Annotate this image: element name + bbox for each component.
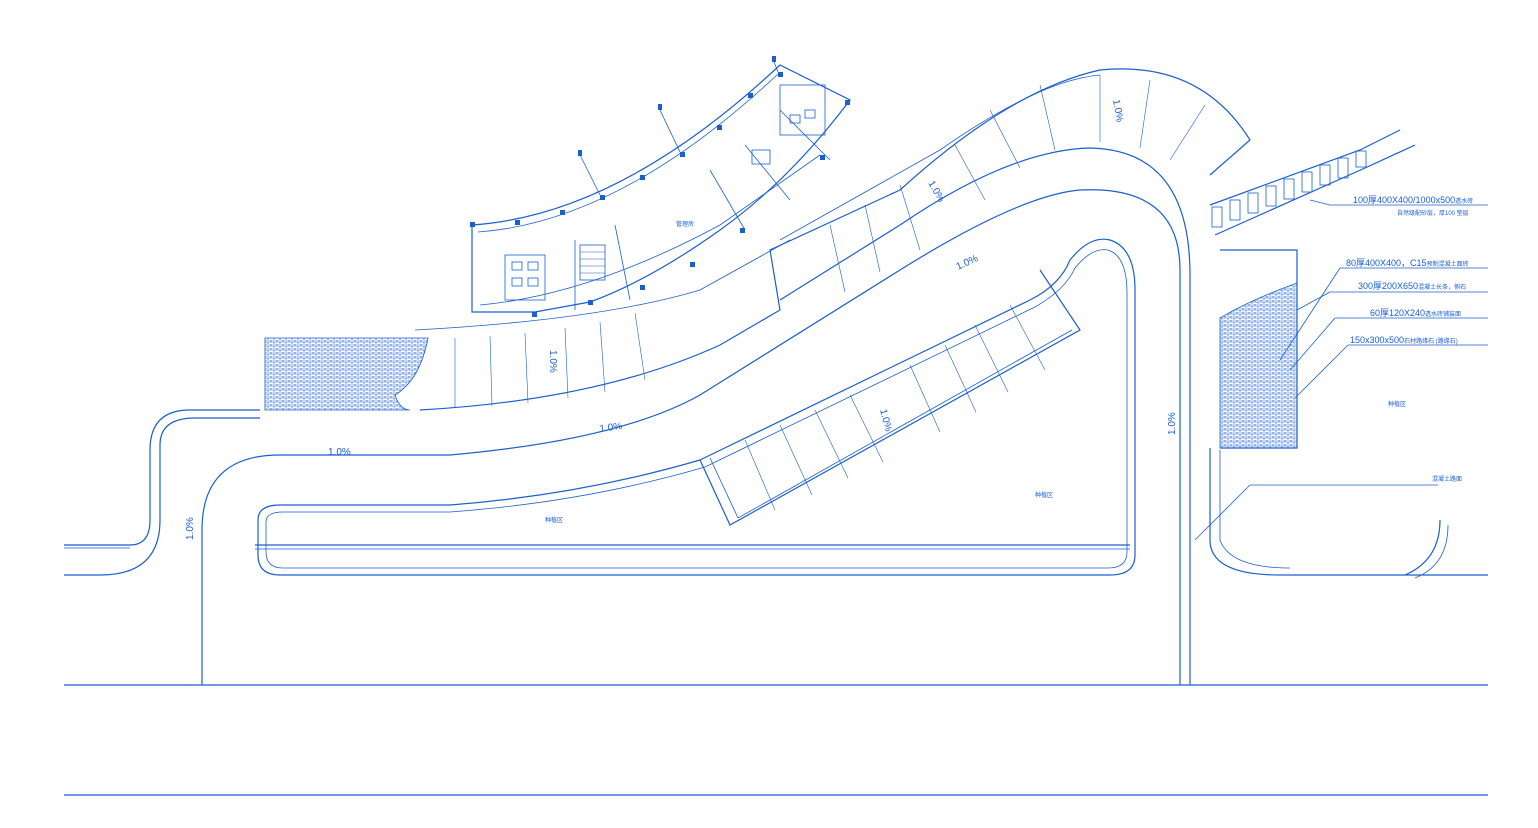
building-room-label: 管理房	[676, 220, 694, 228]
material-callouts: 100厚400X400/1000x500透水砖 自然级配砂层，厚100 垫层 8…	[1279, 195, 1488, 399]
right-paving	[1209, 249, 1488, 576]
upper-parking	[414, 68, 1251, 411]
left-entry-road	[64, 409, 260, 576]
slope-top-curve: 1.0%	[1110, 99, 1125, 123]
main-road	[201, 147, 1191, 685]
green-right-label: 种植区	[1388, 400, 1406, 408]
management-building: 管理房	[470, 56, 851, 317]
slope-upper-parking: 1.0%	[925, 179, 946, 204]
slope-lower-parking: 1.0%	[877, 408, 894, 433]
walkway-pavers	[1211, 150, 1367, 228]
building-columns	[470, 56, 850, 317]
site-boundary	[64, 684, 1488, 796]
slope-main-lower: 1.0%	[599, 421, 623, 435]
slope-left-parking: 1.0%	[547, 350, 558, 373]
parking-stall-dividers	[454, 75, 1206, 408]
green-mid-label: 种植区	[1035, 491, 1053, 499]
slope-lower-left: 1.0%	[328, 447, 351, 458]
right-ramp	[1194, 484, 1449, 579]
callout-3: 300厚200X650混凝土长条，侧石	[1358, 281, 1466, 291]
restroom-fixtures	[504, 84, 826, 301]
slope-main-upper: 1.0%	[955, 253, 980, 273]
callout-1-main: 100厚400X400/1000x500透水砖	[1353, 195, 1473, 205]
callout-1-sub: 自然级配砂层，厚100 垫层	[1397, 209, 1469, 217]
stair	[579, 244, 606, 281]
callout-2: 80厚400X400，C15预制混凝土面砖	[1346, 258, 1469, 268]
right-walkway	[1209, 129, 1416, 236]
callout-4: 60厚120X240透水砖铺装面	[1370, 308, 1461, 318]
ramp-label: 混凝土路面	[1432, 475, 1462, 483]
green-left-label: 种植区	[545, 516, 563, 524]
lower-parking	[699, 269, 1081, 526]
left-paving	[264, 337, 429, 411]
callout-5: 150x300x500石材路缘石 (路缘石)	[1350, 335, 1458, 345]
slope-right-road: 1.0%	[1167, 412, 1178, 435]
area-labels: 种植区 种植区 种植区 混凝土路面	[545, 400, 1462, 524]
slope-left-road: 1.0%	[185, 517, 196, 540]
